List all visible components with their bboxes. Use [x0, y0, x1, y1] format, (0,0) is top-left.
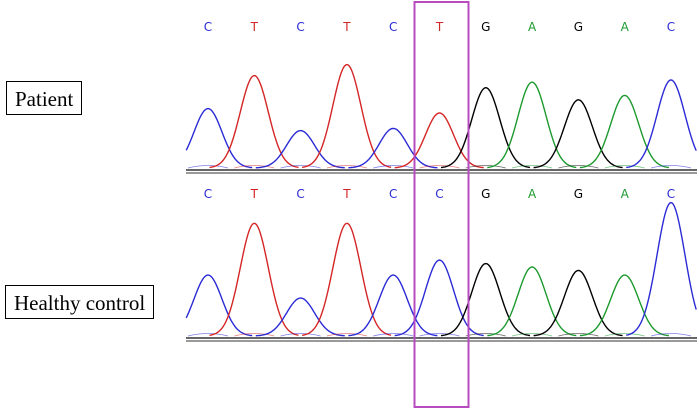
peak-c	[185, 274, 253, 337]
baseline-noise	[465, 333, 506, 337]
base-call-t: T	[250, 187, 259, 201]
patient-label: Patient	[6, 81, 83, 115]
peak-a	[487, 266, 577, 337]
base-call-c: C	[296, 187, 304, 201]
base-call-g: G	[481, 20, 490, 34]
base-call-c: C	[389, 20, 397, 34]
baseline-noise	[326, 333, 367, 337]
baseline-noise	[326, 165, 367, 169]
base-call-g: G	[481, 187, 490, 201]
base-call-c: C	[204, 20, 212, 34]
baseline-noise	[604, 165, 645, 169]
baseline-noise	[558, 165, 599, 169]
base-call-t: T	[342, 187, 351, 201]
baseline-noise	[650, 165, 692, 169]
base-call-t: T	[342, 20, 351, 34]
baseline-noise	[419, 333, 460, 337]
peak-t	[394, 112, 484, 169]
baseline-noise	[512, 165, 553, 169]
baseline-noise	[465, 165, 506, 169]
base-call-c: C	[204, 187, 212, 201]
baseline-noise	[419, 165, 460, 169]
baseline-noise	[604, 333, 645, 337]
base-call-g: G	[574, 187, 583, 201]
peak-g	[440, 262, 531, 337]
peak-t	[301, 63, 392, 169]
base-call-c: C	[389, 187, 397, 201]
base-call-c: C	[435, 187, 443, 201]
base-call-a: A	[621, 187, 630, 201]
baseline-noise	[234, 165, 275, 169]
base-call-g: G	[574, 20, 583, 34]
peak-a	[487, 81, 577, 169]
base-call-a: A	[528, 187, 537, 201]
peak-c	[626, 201, 697, 336]
baseline-noise	[234, 333, 275, 337]
peak-g	[440, 86, 531, 169]
peak-t	[209, 74, 299, 169]
base-call-a: A	[621, 20, 630, 34]
peak-c	[255, 129, 345, 169]
baseline-noise	[373, 333, 414, 337]
baseline-noise	[280, 333, 321, 337]
variant-highlight-box	[413, 1, 470, 408]
base-call-t: T	[435, 20, 444, 34]
baseline-noise	[373, 165, 414, 169]
peak-t	[209, 222, 299, 336]
peak-c	[626, 79, 697, 169]
baseline-noise	[187, 333, 229, 337]
peak-c	[255, 297, 345, 337]
peak-g	[533, 269, 623, 337]
base-call-c: C	[667, 187, 675, 201]
base-call-c: C	[667, 20, 675, 34]
peak-a	[579, 274, 669, 337]
peak-c	[348, 127, 438, 169]
peak-t	[302, 222, 392, 336]
baseline-noise	[650, 333, 692, 337]
base-call-c: C	[296, 20, 304, 34]
baseline-noise	[512, 333, 553, 337]
healthy-control-label: Healthy control	[5, 285, 155, 319]
baseline-noise	[187, 165, 229, 169]
peak-a	[579, 94, 669, 169]
peak-g	[533, 99, 623, 169]
base-call-a: A	[528, 20, 537, 34]
baseline-noise	[280, 165, 321, 169]
peak-c	[348, 274, 438, 337]
base-call-t: T	[250, 20, 259, 34]
peak-c	[185, 107, 253, 169]
baseline-noise	[558, 333, 599, 337]
